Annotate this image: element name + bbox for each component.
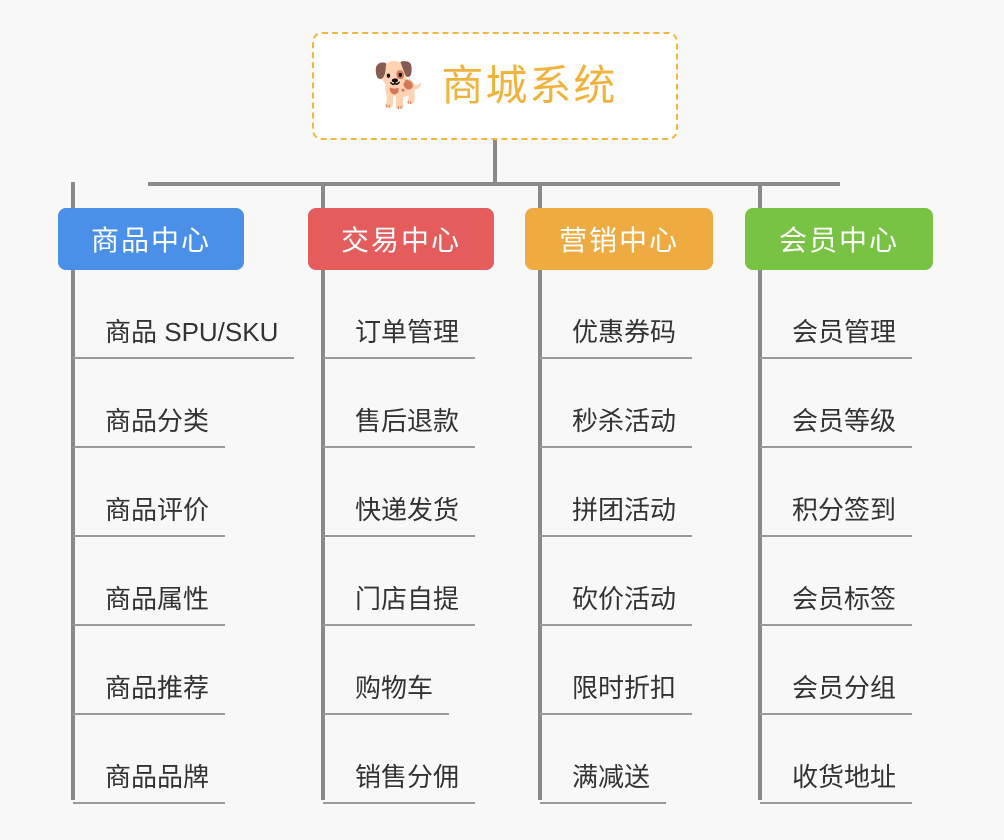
list-item[interactable]: 商品推荐: [73, 626, 294, 715]
leaf-label: 满减送: [540, 764, 667, 804]
leaf-label: 商品分类: [73, 408, 226, 448]
category-chip-4[interactable]: 会员中心: [745, 208, 933, 270]
root-title: 商城系统: [441, 62, 618, 109]
category-drop-connector: [758, 182, 762, 208]
category-drop-connector: [71, 182, 75, 208]
list-item[interactable]: 售后退款: [323, 359, 476, 448]
list-item[interactable]: 秒杀活动: [540, 359, 693, 448]
list-item[interactable]: 会员标签: [760, 537, 913, 626]
category-bus-connector: [148, 182, 840, 186]
leaf-label: 会员标签: [760, 586, 913, 626]
leaf-list-4: 会员管理 会员等级 积分签到 会员标签 会员分组 收货地址: [760, 270, 913, 804]
list-item[interactable]: 销售分佣: [323, 715, 476, 804]
list-item[interactable]: 门店自提: [323, 537, 476, 626]
list-item[interactable]: 限时折扣: [540, 626, 693, 715]
category-drop-connector: [321, 182, 325, 208]
leaf-label: 快递发货: [323, 497, 476, 537]
list-item[interactable]: 购物车: [323, 626, 475, 715]
list-item[interactable]: 快递发货: [323, 448, 476, 537]
list-item[interactable]: 优惠券码: [540, 270, 693, 359]
leaf-label: 拼团活动: [540, 497, 693, 537]
list-item[interactable]: 收货地址: [760, 715, 913, 804]
list-item[interactable]: 订单管理: [323, 270, 476, 359]
root-stem-connector: [493, 140, 497, 184]
leaf-label: 会员分组: [760, 675, 913, 715]
leaf-label: 门店自提: [323, 586, 476, 626]
leaf-label: 售后退款: [323, 408, 476, 448]
leaf-label: 商品品牌: [73, 764, 226, 804]
list-item[interactable]: 满减送: [540, 715, 692, 804]
category-drop-connector: [538, 182, 542, 208]
leaf-label: 秒杀活动: [540, 408, 693, 448]
list-item[interactable]: 会员等级: [760, 359, 913, 448]
list-item[interactable]: 砍价活动: [540, 537, 693, 626]
leaf-label: 限时折扣: [540, 675, 693, 715]
list-item[interactable]: 拼团活动: [540, 448, 693, 537]
category-chip-3[interactable]: 营销中心: [525, 208, 713, 270]
list-item[interactable]: 商品属性: [73, 537, 294, 626]
list-item[interactable]: 会员管理: [760, 270, 913, 359]
leaf-label: 购物车: [323, 675, 450, 715]
shiba-dog-emoji-icon: 🐕: [372, 61, 428, 110]
leaf-label: 优惠券码: [540, 319, 693, 359]
leaf-label: 收货地址: [760, 764, 913, 804]
leaf-label: 商品 SPU/SKU: [73, 319, 295, 359]
leaf-label: 销售分佣: [323, 764, 476, 804]
leaf-label: 商品评价: [73, 497, 226, 537]
category-chip-2[interactable]: 交易中心: [308, 208, 494, 270]
list-item[interactable]: 商品 SPU/SKU: [73, 270, 295, 359]
list-item[interactable]: 商品评价: [73, 448, 294, 537]
leaf-label: 商品属性: [73, 586, 226, 626]
leaf-label: 会员等级: [760, 408, 913, 448]
list-item[interactable]: 商品品牌: [73, 715, 294, 804]
list-item[interactable]: 商品分类: [73, 359, 294, 448]
leaf-label: 会员管理: [760, 319, 913, 359]
leaf-label: 砍价活动: [540, 586, 693, 626]
list-item[interactable]: 会员分组: [760, 626, 913, 715]
root-node[interactable]: 🐕 商城系统: [312, 32, 678, 140]
list-item[interactable]: 积分签到: [760, 448, 913, 537]
leaf-list-1: 商品 SPU/SKU 商品分类 商品评价 商品属性 商品推荐 商品品牌: [73, 270, 295, 804]
leaf-label: 积分签到: [760, 497, 913, 537]
leaf-list-2: 订单管理 售后退款 快递发货 门店自提 购物车 销售分佣: [323, 270, 476, 804]
leaf-label: 订单管理: [323, 319, 476, 359]
leaf-list-3: 优惠券码 秒杀活动 拼团活动 砍价活动 限时折扣 满减送: [540, 270, 693, 804]
leaf-label: 商品推荐: [73, 675, 226, 715]
category-chip-1[interactable]: 商品中心: [58, 208, 244, 270]
